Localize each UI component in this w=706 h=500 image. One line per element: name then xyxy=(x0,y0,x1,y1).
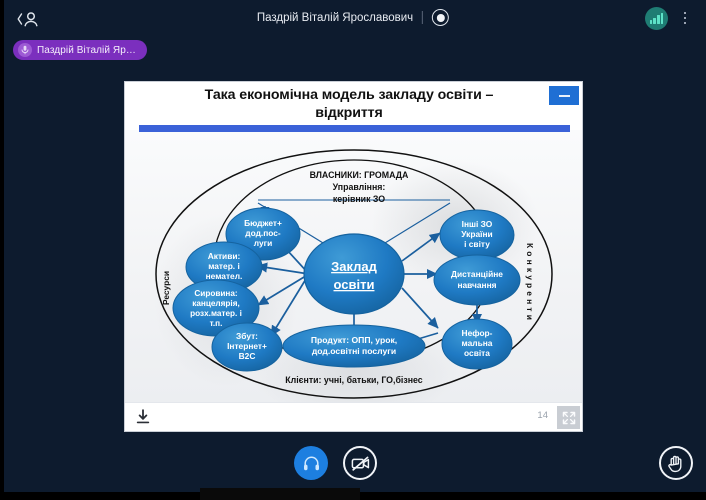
minimize-icon[interactable] xyxy=(549,86,579,105)
bottom-edge-strip-secondary xyxy=(200,488,360,500)
slide-title-rule xyxy=(139,125,570,132)
owners-label-line2: Управління: xyxy=(333,182,386,192)
node-otherzo-line2: України xyxy=(461,229,492,239)
diagram-node-informal-education: Нефор- мальна освіта xyxy=(441,318,513,370)
microphone-icon xyxy=(18,43,32,57)
slide-title-line1: Така економічна модель закладу освіти – xyxy=(204,87,494,103)
diagram-node-center: Заклад освіти xyxy=(303,233,405,315)
camera-off-icon[interactable] xyxy=(343,446,377,480)
node-informal-line2: мальна xyxy=(462,338,493,348)
collapse-participants-icon[interactable] xyxy=(14,8,44,30)
node-raw-line1: Сировина: xyxy=(194,289,237,298)
node-center-line2: освіти xyxy=(334,277,375,292)
node-distance-line1: Дистанційне xyxy=(451,269,503,279)
node-budget-line2: дод.пос- xyxy=(245,228,281,238)
arrow-center-raw xyxy=(257,273,310,306)
fullscreen-icon[interactable] xyxy=(557,406,580,429)
node-distance-line2: навчання xyxy=(457,280,496,290)
economic-model-diagram: Бюджет+ дод.пос- луги Активи: матер. і н… xyxy=(155,149,553,399)
owners-label-line1: ВЛАСНИКИ: ГРОМАДА xyxy=(310,170,409,180)
headphones-icon[interactable] xyxy=(294,446,328,480)
diagram-node-sales: Збут: Інтернет+ В2С xyxy=(211,322,283,372)
active-speaker-name: Паздрій Віталій Яр… xyxy=(37,44,137,56)
diagram-node-distance-learning: Дистанційне навчання xyxy=(433,254,521,306)
raise-hand-icon[interactable] xyxy=(659,446,693,480)
node-center-line1: Заклад xyxy=(331,259,378,274)
node-raw-line3: розх.матер. і xyxy=(190,309,242,318)
signal-bars-glyph xyxy=(649,13,664,24)
download-icon[interactable] xyxy=(134,408,152,426)
arrow-center-sales xyxy=(270,273,310,337)
node-otherzo-line1: Інші ЗО xyxy=(462,219,493,229)
node-sales-line3: В2С xyxy=(239,351,256,361)
node-sales-line1: Збут: xyxy=(236,331,258,341)
node-assets-line2: матер. і xyxy=(208,261,240,271)
node-informal-line1: Нефор- xyxy=(462,328,493,338)
meeting-title: Паздрій Віталій Ярославович xyxy=(256,11,414,24)
diagram-node-product: Продукт: ОПП, урок, дод.освітні послуги xyxy=(282,324,426,368)
page-number: 14 xyxy=(537,410,548,421)
diagram-node-other-institutions: Інші ЗО України і світу xyxy=(439,209,515,261)
arrow-center-otherzo xyxy=(401,232,441,262)
active-speaker-chip[interactable]: Паздрій Віталій Яр… xyxy=(13,40,148,60)
diagram-node-raw-materials: Сировина: канцелярія, розх.матер. і т.п. xyxy=(172,279,260,337)
node-raw-line4: т.п. xyxy=(210,319,223,328)
node-product-line1: Продукт: ОПП, урок, xyxy=(311,335,397,345)
call-controls-bar xyxy=(0,438,706,490)
slide-title-line2: відкриття xyxy=(315,105,383,121)
top-bar: Паздрій Віталій Ярославович xyxy=(0,0,706,36)
node-budget-line3: луги xyxy=(254,238,273,248)
kebab-menu-icon[interactable] xyxy=(677,8,693,28)
owners-label-line3: керівник ЗО xyxy=(333,194,385,204)
arrow-center-assets xyxy=(256,262,310,275)
slide-viewer-footer: 14 xyxy=(125,402,582,431)
slide-title: Така економічна модель закладу освіти – … xyxy=(139,86,559,122)
record-dot-icon[interactable] xyxy=(432,9,450,26)
arrow-center-informal xyxy=(401,287,439,329)
node-product-line2: дод.освітні послуги xyxy=(312,346,396,356)
node-sales-line2: Інтернет+ xyxy=(227,341,267,351)
signal-bars-icon[interactable] xyxy=(645,7,668,30)
outer-boundary-ellipse xyxy=(155,149,553,399)
slide-canvas: Така економічна модель закладу освіти – … xyxy=(125,82,582,404)
node-informal-line3: освіта xyxy=(464,348,490,358)
slide-viewer: Така економічна модель закладу освіти – … xyxy=(124,81,583,432)
title-divider xyxy=(422,11,424,24)
left-edge-strip xyxy=(0,0,4,500)
clients-label: Клієнти: учні, батьки, ГО,бізнес xyxy=(285,375,423,385)
resources-ring-label: Ресурси xyxy=(161,271,171,305)
competitors-ring-label: Конкуренти xyxy=(525,243,535,323)
node-budget-line1: Бюджет+ xyxy=(244,218,282,228)
node-assets-line3: немател. xyxy=(206,271,243,281)
node-otherzo-line3: і світу xyxy=(464,239,490,249)
node-assets-line1: Активи: xyxy=(208,251,241,261)
meeting-title-group: Паздрій Віталій Ярославович xyxy=(256,9,450,26)
node-raw-line2: канцелярія, xyxy=(192,299,240,308)
